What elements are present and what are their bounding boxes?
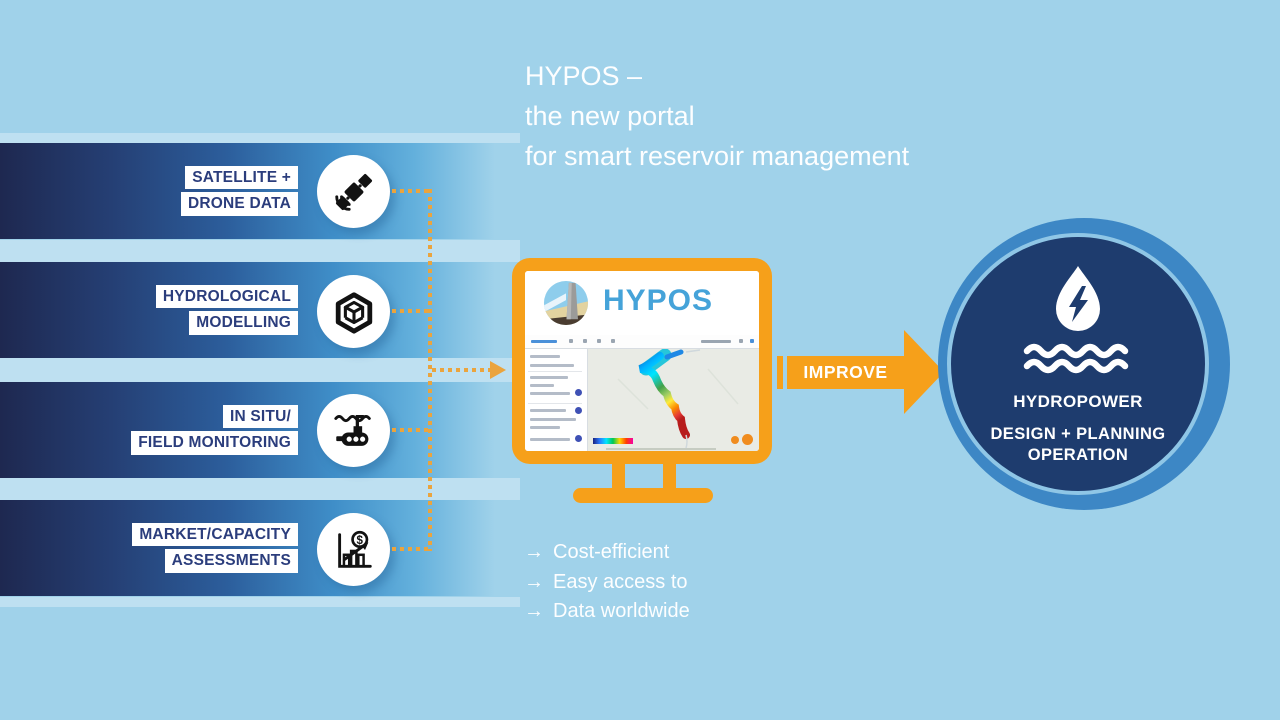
hydropower-drop-icon <box>1056 266 1100 331</box>
connector-arrowhead <box>490 361 506 379</box>
improve-label: IMPROVE <box>803 362 888 382</box>
label-line: SATELLITE + <box>185 166 298 190</box>
bar-separator <box>0 240 520 262</box>
outcome-line-operation: OPERATION <box>1027 446 1129 464</box>
app-toolbar-icon <box>583 339 587 343</box>
title-line-2: the new portal <box>525 101 695 131</box>
app-toolbar-icon <box>597 339 601 343</box>
hypos-logo-band: HYPOS <box>525 271 759 335</box>
benefit-item: → Cost-efficient <box>524 538 690 568</box>
title-line-1: HYPOS – <box>525 61 643 91</box>
page-title: HYPOS – the new portal for smart reservo… <box>525 56 909 176</box>
hypos-logo-icon <box>543 280 589 326</box>
market-chart-icon: $ <box>317 513 390 586</box>
benefit-text: Easy access to <box>553 570 688 593</box>
label-line: HYDROLOGICAL <box>155 285 298 309</box>
outcome-line-design-planning: DESIGN + PLANNING <box>990 425 1166 443</box>
label-insitu-field-monitoring: IN SITU/ FIELD MONITORING <box>60 405 298 455</box>
benefit-text: Cost-efficient <box>553 541 670 563</box>
monitor-stand-leg <box>663 462 676 492</box>
label-line: MARKET/CAPACITY <box>132 523 298 547</box>
connector-insitu <box>392 428 432 432</box>
arrow-bullet-icon: → <box>524 570 544 593</box>
app-toolbar-icon <box>739 339 743 343</box>
benefit-item: → Data worldwide <box>524 597 690 627</box>
app-toolbar-icon <box>611 339 615 343</box>
arrow-bullet-icon: → <box>524 541 544 563</box>
improve-arrowhead <box>904 330 944 414</box>
title-line-3: for smart reservoir management <box>525 141 910 171</box>
label-hydrological-modelling: HYDROLOGICAL MODELLING <box>60 285 298 335</box>
app-body <box>525 349 759 451</box>
waves-icon <box>1023 343 1129 374</box>
monitor-screen: HYPOS <box>525 271 759 451</box>
bar-separator <box>0 597 520 607</box>
satellite-icon <box>317 155 390 228</box>
submarine-icon <box>317 394 390 467</box>
connector-satellite <box>392 189 432 193</box>
app-toolbar-title <box>531 340 557 343</box>
bar-separator <box>0 133 520 143</box>
svg-text:$: $ <box>356 534 363 546</box>
label-line: MODELLING <box>189 311 298 335</box>
outcome-line-hydropower: HYDROPOWER <box>1013 392 1143 411</box>
map-fab-button <box>742 434 753 445</box>
connector-market <box>392 547 432 551</box>
connector-to-monitor <box>432 368 490 372</box>
monitor-stand-leg <box>612 462 625 492</box>
map-fab-button <box>731 436 739 444</box>
map-color-scale <box>593 438 633 444</box>
outcome-circle-inner: HYDROPOWER DESIGN + PLANNING OPERATION <box>947 233 1209 495</box>
connector-trunk <box>428 189 432 551</box>
label-line: DRONE DATA <box>180 192 298 216</box>
hypos-logo-text: HYPOS <box>603 284 714 317</box>
monitor-frame: HYPOS <box>512 258 772 464</box>
bar-separator <box>0 478 520 500</box>
app-toolbar-icon <box>750 339 754 343</box>
app-sidebar-panel <box>525 349 588 451</box>
connector-hydrological <box>392 309 432 313</box>
cube-model-icon <box>317 275 390 348</box>
arrow-bullet-icon: → <box>524 600 544 622</box>
improve-arrow-tail-cap <box>777 356 783 389</box>
app-toolbar-account <box>701 340 731 343</box>
label-market-capacity-assessments: MARKET/CAPACITY ASSESSMENTS <box>60 523 298 573</box>
app-map <box>588 349 759 451</box>
improve-arrow: IMPROVE <box>787 356 904 389</box>
app-toolbar <box>525 335 759 349</box>
benefits-list: → Cost-efficient → Easy access to → Data… <box>524 538 690 627</box>
label-line: FIELD MONITORING <box>131 431 298 455</box>
label-satellite-drone-data: SATELLITE + DRONE DATA <box>60 166 298 216</box>
monitor-stand-base <box>573 488 713 503</box>
label-line: IN SITU/ <box>222 405 298 429</box>
benefit-item: → Easy access to <box>524 568 690 598</box>
benefit-text: Data worldwide <box>553 600 690 622</box>
label-line: ASSESSMENTS <box>164 549 298 573</box>
app-toolbar-icon <box>569 339 573 343</box>
map-attribution <box>606 448 716 450</box>
